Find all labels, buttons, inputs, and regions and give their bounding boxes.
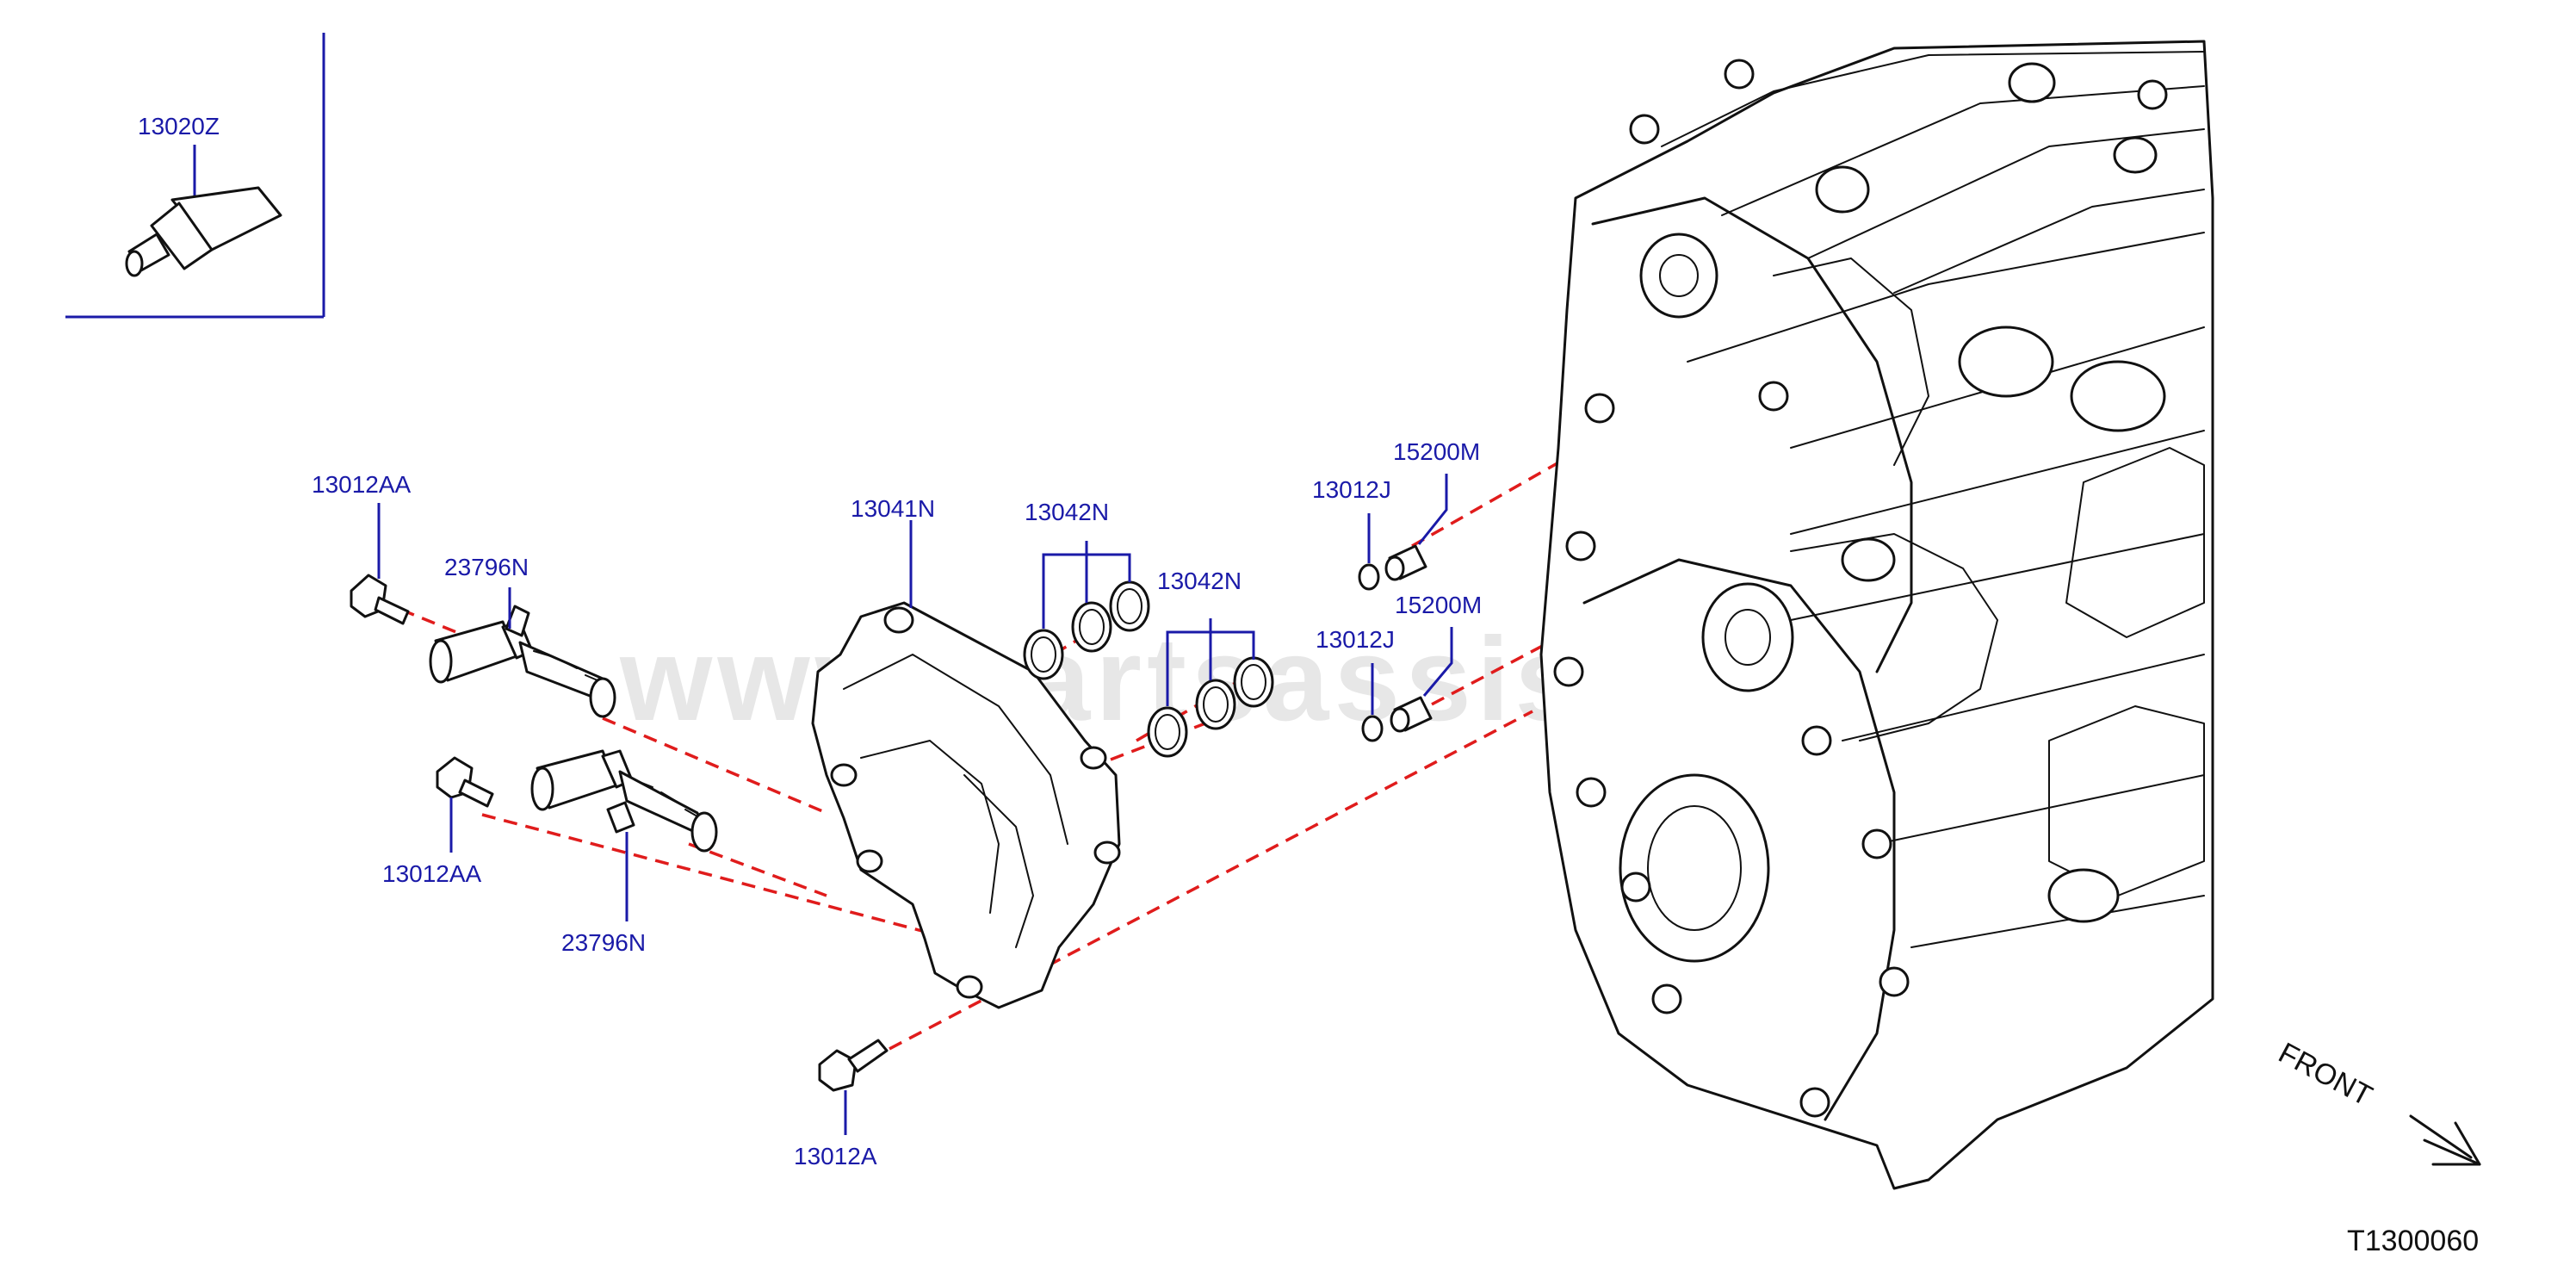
- engine-block: [1539, 40, 2214, 1190]
- solenoid-lower: [530, 749, 718, 853]
- front-indicator: FRONT: [2273, 1037, 2481, 1166]
- label-15200m-lower[interactable]: 15200M: [1395, 592, 1482, 618]
- label-13012a[interactable]: 13012A: [794, 1143, 877, 1169]
- orings-upper: [1023, 580, 1150, 680]
- orings-lower: [1147, 656, 1274, 758]
- label-15200m-upper[interactable]: 15200M: [1393, 438, 1480, 465]
- front-label: FRONT: [2273, 1037, 2377, 1114]
- sealant-tube-icon: [125, 186, 282, 277]
- label-13012j-lower[interactable]: 13012J: [1316, 626, 1395, 653]
- label-13012aa-upper[interactable]: 13012AA: [312, 471, 412, 498]
- leader-lines: [377, 474, 1453, 1135]
- bolt-lower-left-icon: [436, 756, 494, 808]
- label-13012j-upper[interactable]: 13012J: [1312, 476, 1391, 503]
- label-13042n-lower[interactable]: 13042N: [1157, 568, 1242, 594]
- sealant-inset: 13020Z: [65, 33, 325, 319]
- front-arrow-icon: [2409, 1114, 2481, 1166]
- bolt-upper-left-icon: [350, 574, 410, 625]
- label-13012aa-lower[interactable]: 13012AA: [382, 860, 482, 887]
- ring-upper-icon: [1358, 563, 1380, 591]
- label-23796n-upper[interactable]: 23796N: [444, 554, 529, 580]
- ring-lower-icon: [1361, 715, 1384, 742]
- label-13041n[interactable]: 13041N: [851, 495, 935, 522]
- solenoid-upper: [429, 605, 616, 718]
- label-13042n-upper[interactable]: 13042N: [1025, 499, 1109, 525]
- sleeve-upper-icon: [1384, 544, 1427, 581]
- part-labels: 13012AA 23796N 13012AA 23796N 13041N 130…: [312, 438, 1482, 1169]
- bolt-bottom-icon: [818, 1039, 889, 1092]
- label-13020z[interactable]: 13020Z: [138, 113, 220, 140]
- cover-13041n: [811, 601, 1121, 1009]
- diagram-code: T1300060: [2347, 1225, 2479, 1257]
- sleeve-lower-icon: [1390, 696, 1433, 733]
- label-23796n-lower[interactable]: 23796N: [561, 929, 646, 956]
